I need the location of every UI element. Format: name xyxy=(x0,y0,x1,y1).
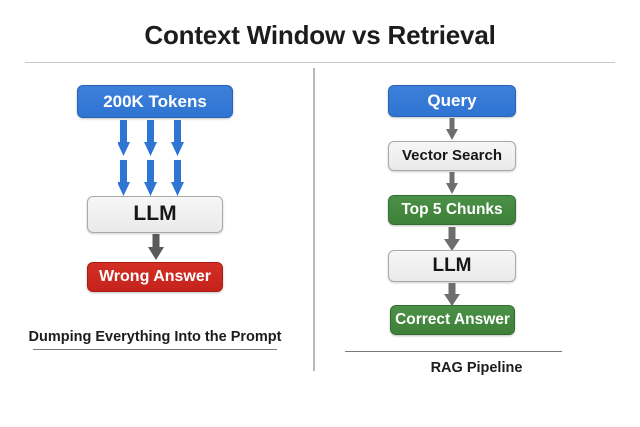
arrow-llm-to-correct-answer xyxy=(442,283,462,306)
left-caption-rule xyxy=(33,349,277,350)
arrow-top-chunks-to-llm xyxy=(442,227,462,251)
page-title: Context Window vs Retrieval xyxy=(144,20,496,50)
left-caption: Dumping Everything Into the Prompt xyxy=(28,329,282,345)
right-caption-rule xyxy=(345,351,562,352)
column-divider xyxy=(313,68,315,371)
title-divider-rule xyxy=(25,62,615,63)
node-query[interactable]: Query xyxy=(388,85,516,117)
node-top-5-chunks[interactable]: Top 5 Chunks xyxy=(388,195,516,225)
arrow-vector-search-to-top-chunks xyxy=(443,172,461,194)
arrow-group-flood xyxy=(118,120,192,196)
node-left-llm[interactable]: LLM xyxy=(87,196,223,233)
node-vector-search[interactable]: Vector Search xyxy=(388,141,516,171)
right-caption: RAG Pipeline xyxy=(430,360,523,376)
node-200k-tokens[interactable]: 200K Tokens xyxy=(77,85,233,118)
arrow-query-to-vector-search xyxy=(443,118,461,140)
node-right-llm[interactable]: LLM xyxy=(388,250,516,282)
arrow-llm-to-wrong-answer xyxy=(147,234,165,260)
node-correct-answer[interactable]: Correct Answer xyxy=(390,305,515,335)
node-wrong-answer[interactable]: Wrong Answer xyxy=(87,262,223,292)
